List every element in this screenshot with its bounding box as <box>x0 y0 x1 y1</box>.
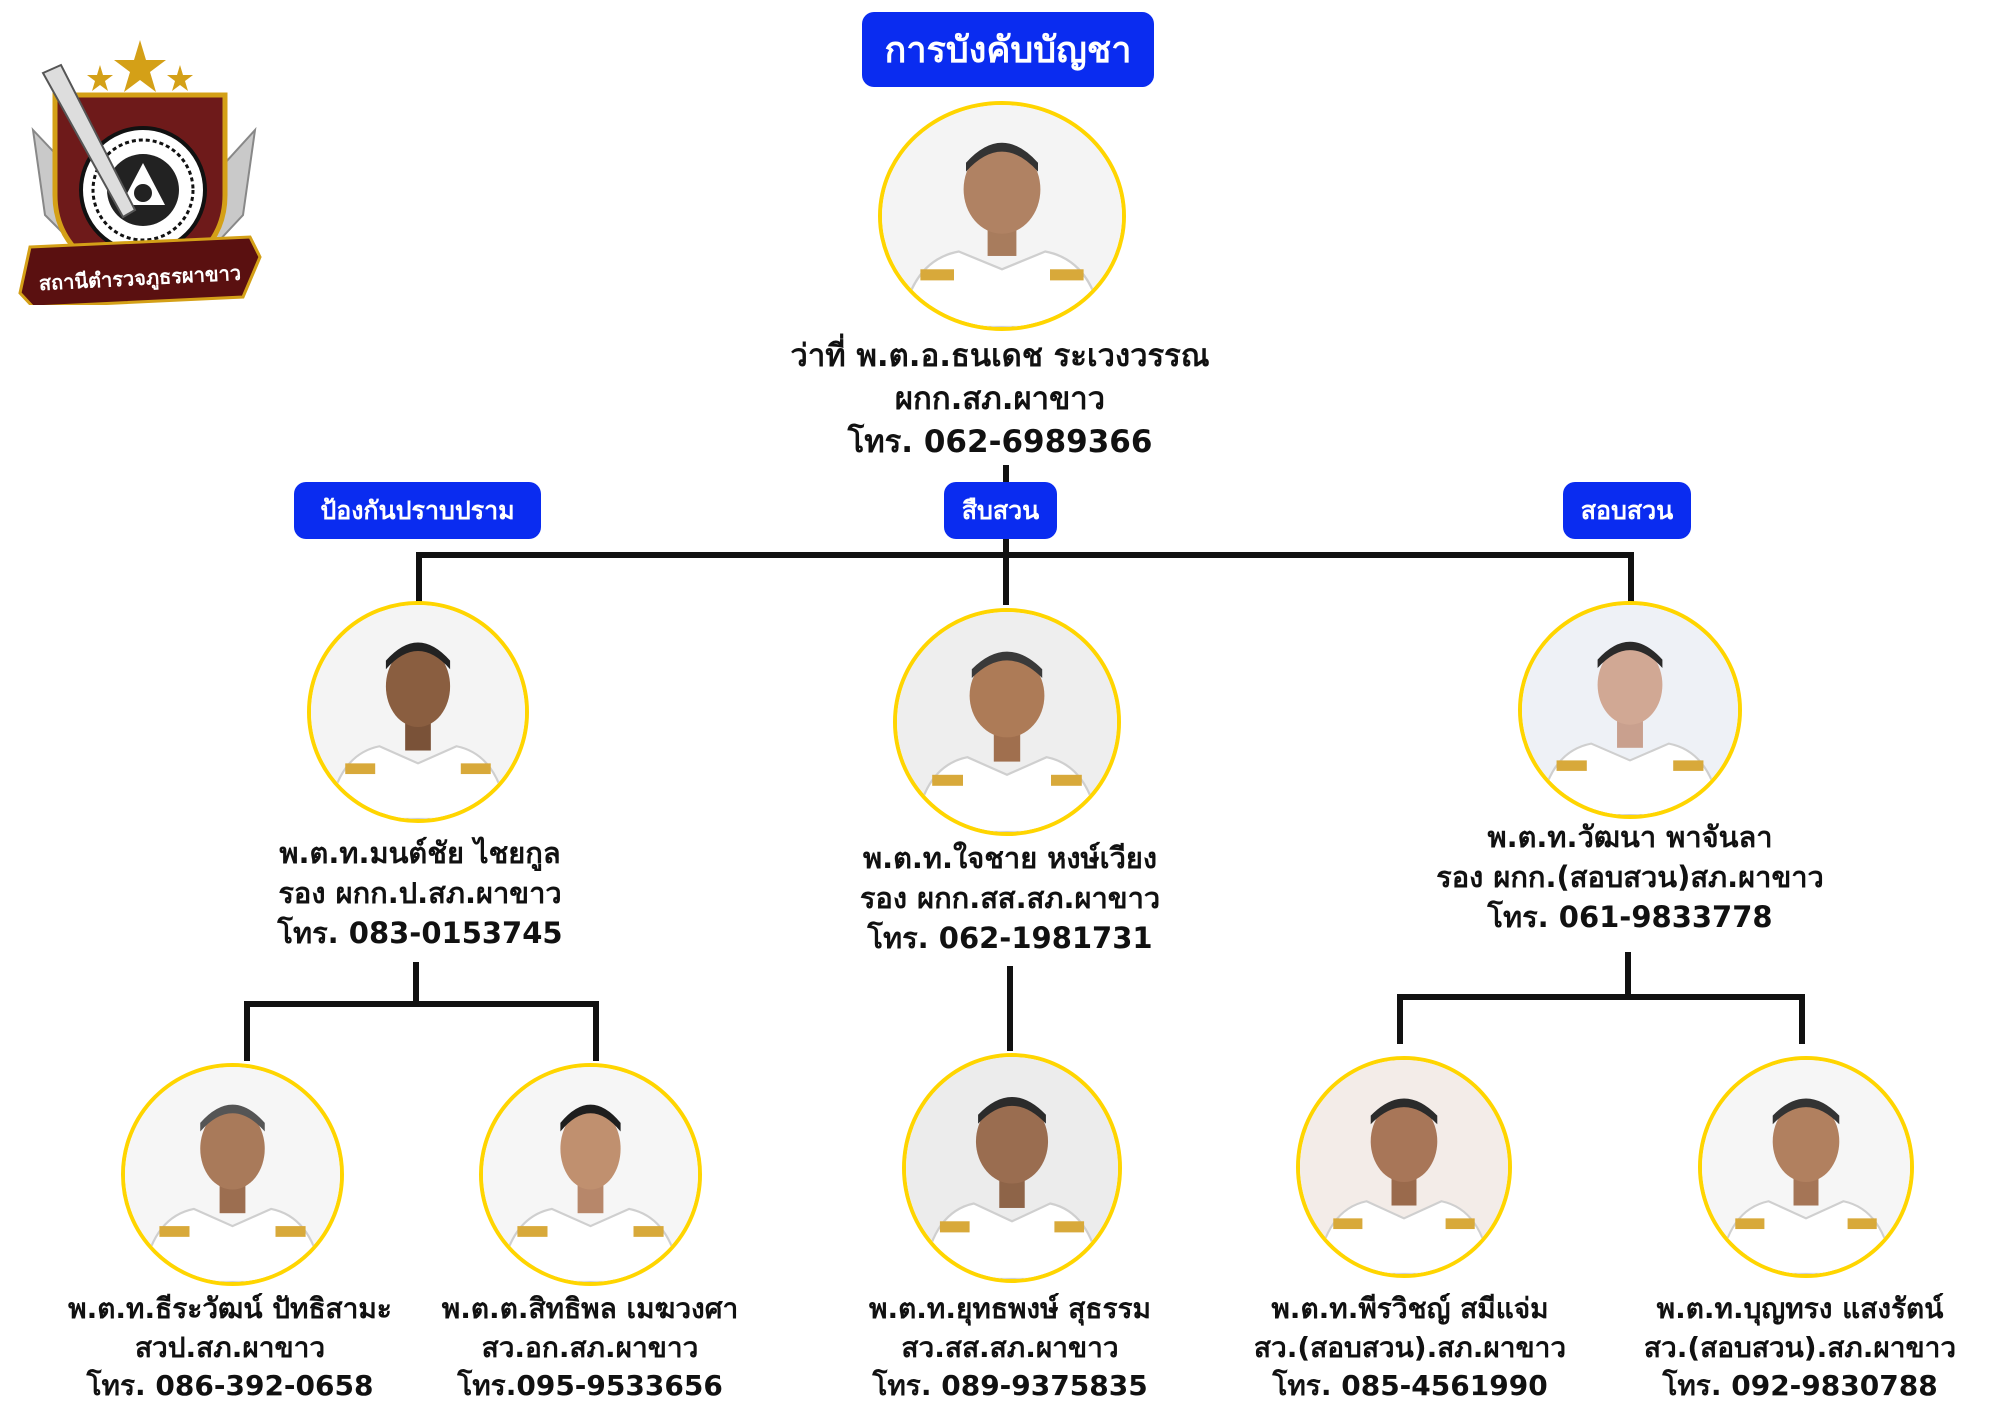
deputy-inquiry-phone: โทร. 061-9833778 <box>1487 900 1773 935</box>
division-header-investigation: สืบสวน <box>944 482 1057 539</box>
staff-position: สว.สส.สภ.ผาขาว <box>901 1330 1119 1364</box>
staff-name: พ.ต.ท.ยุทธพงษ์ สุธรรม <box>868 1292 1151 1325</box>
staff-portrait <box>121 1063 344 1286</box>
commander-phone: โทร. 062-6989366 <box>847 423 1153 460</box>
deputy-prevention-name: พ.ต.ท.มนต์ชัย ไชยกูล <box>279 836 561 870</box>
deputy-investigation-name: พ.ต.ท.ใจชาย หงษ์เวียง <box>862 841 1158 875</box>
connector-line <box>416 552 1634 558</box>
deputy-investigation-position: รอง ผกก.สส.สภ.ผาขาว <box>859 881 1161 916</box>
staff-name: พ.ต.ท.พีรวิชญ์ สมีแจ่ม <box>1271 1292 1549 1325</box>
staff-portrait <box>479 1063 702 1286</box>
connector-line <box>1628 552 1634 604</box>
staff-phone: โทร. 085-4561990 <box>1272 1369 1548 1403</box>
deputy-investigation-info: พ.ต.ท.ใจชาย หงษ์เวียง รอง ผกก.สส.สภ.ผาขา… <box>790 838 1230 958</box>
connector-line <box>416 552 422 604</box>
deputy-investigation-portrait <box>893 608 1121 836</box>
connector-line <box>244 1001 599 1007</box>
staff-name: พ.ต.ต.สิทธิพล เมฆวงศา <box>441 1292 739 1325</box>
connector-line <box>593 1001 599 1061</box>
connector-line <box>1397 994 1403 1044</box>
staff-phone: โทร. 092-9830788 <box>1662 1369 1938 1403</box>
staff-info: พ.ต.ท.บุญทรง แสงรัตน์ สว.(สอบสวน).สภ.ผาข… <box>1610 1290 1990 1406</box>
deputy-prevention-portrait <box>307 601 529 823</box>
division-header-inquiry: สอบสวน <box>1563 482 1691 539</box>
staff-portrait <box>1698 1056 1914 1278</box>
staff-info: พ.ต.ท.ยุทธพงษ์ สุธรรม สว.สส.สภ.ผาขาว โทร… <box>820 1290 1200 1406</box>
deputy-inquiry-position: รอง ผกก.(สอบสวน)สภ.ผาขาว <box>1436 860 1824 895</box>
commander-name: ว่าที่ พ.ต.อ.ธนเดช ระเวงวรรณ <box>790 338 1210 374</box>
connector-line <box>413 962 419 1004</box>
deputy-inquiry-portrait <box>1518 601 1742 819</box>
command-header-label: การบังคับบัญชา <box>862 12 1154 87</box>
deputy-prevention-phone: โทร. 083-0153745 <box>277 916 563 951</box>
deputy-investigation-phone: โทร. 062-1981731 <box>867 921 1153 956</box>
staff-portrait <box>1296 1056 1512 1278</box>
station-emblem-logo: สถานีตำรวจภูธรผาขาว <box>15 35 265 309</box>
deputy-prevention-position: รอง ผกก.ป.สภ.ผาขาว <box>278 876 562 911</box>
staff-name: พ.ต.ท.ธีระวัฒน์ ปัทธิสามะ <box>68 1292 392 1325</box>
staff-position: สว.(สอบสวน).สภ.ผาขาว <box>1253 1330 1567 1364</box>
staff-portrait <box>902 1053 1122 1283</box>
staff-position: สว.(สอบสวน).สภ.ผาขาว <box>1643 1330 1957 1364</box>
staff-info: พ.ต.ต.สิทธิพล เมฆวงศา สว.อก.สภ.ผาขาว โทร… <box>410 1290 770 1406</box>
deputy-inquiry-name: พ.ต.ท.วัฒนา พาจันลา <box>1487 820 1773 854</box>
division-header-prevention: ป้องกันปราบปราม <box>294 482 541 539</box>
staff-phone: โทร.095-9533656 <box>457 1369 723 1403</box>
staff-info: พ.ต.ท.ธีระวัฒน์ ปัทธิสามะ สวป.สภ.ผาขาว โ… <box>40 1290 420 1406</box>
deputy-prevention-info: พ.ต.ท.มนต์ชัย ไชยกูล รอง ผกก.ป.สภ.ผาขาว … <box>200 833 640 953</box>
commander-portrait <box>878 101 1126 331</box>
staff-position: สวป.สภ.ผาขาว <box>134 1330 326 1364</box>
deputy-inquiry-info: พ.ต.ท.วัฒนา พาจันลา รอง ผกก.(สอบสวน)สภ.ผ… <box>1390 817 1870 937</box>
connector-line <box>1799 994 1805 1044</box>
connector-line <box>1007 966 1013 1051</box>
staff-position: สว.อก.สภ.ผาขาว <box>481 1330 699 1364</box>
commander-info: ว่าที่ พ.ต.อ.ธนเดช ระเวงวรรณ ผกก.สภ.ผาขา… <box>600 335 1400 463</box>
connector-line <box>1625 952 1631 998</box>
staff-phone: โทร. 086-392-0658 <box>86 1369 374 1403</box>
connector-line <box>244 1001 250 1061</box>
commander-position: ผกก.สภ.ผาขาว <box>894 380 1106 417</box>
staff-name: พ.ต.ท.บุญทรง แสงรัตน์ <box>1656 1292 1944 1325</box>
connector-line <box>1397 994 1805 1000</box>
staff-info: พ.ต.ท.พีรวิชญ์ สมีแจ่ม สว.(สอบสวน).สภ.ผา… <box>1220 1290 1600 1406</box>
staff-phone: โทร. 089-9375835 <box>872 1369 1148 1403</box>
